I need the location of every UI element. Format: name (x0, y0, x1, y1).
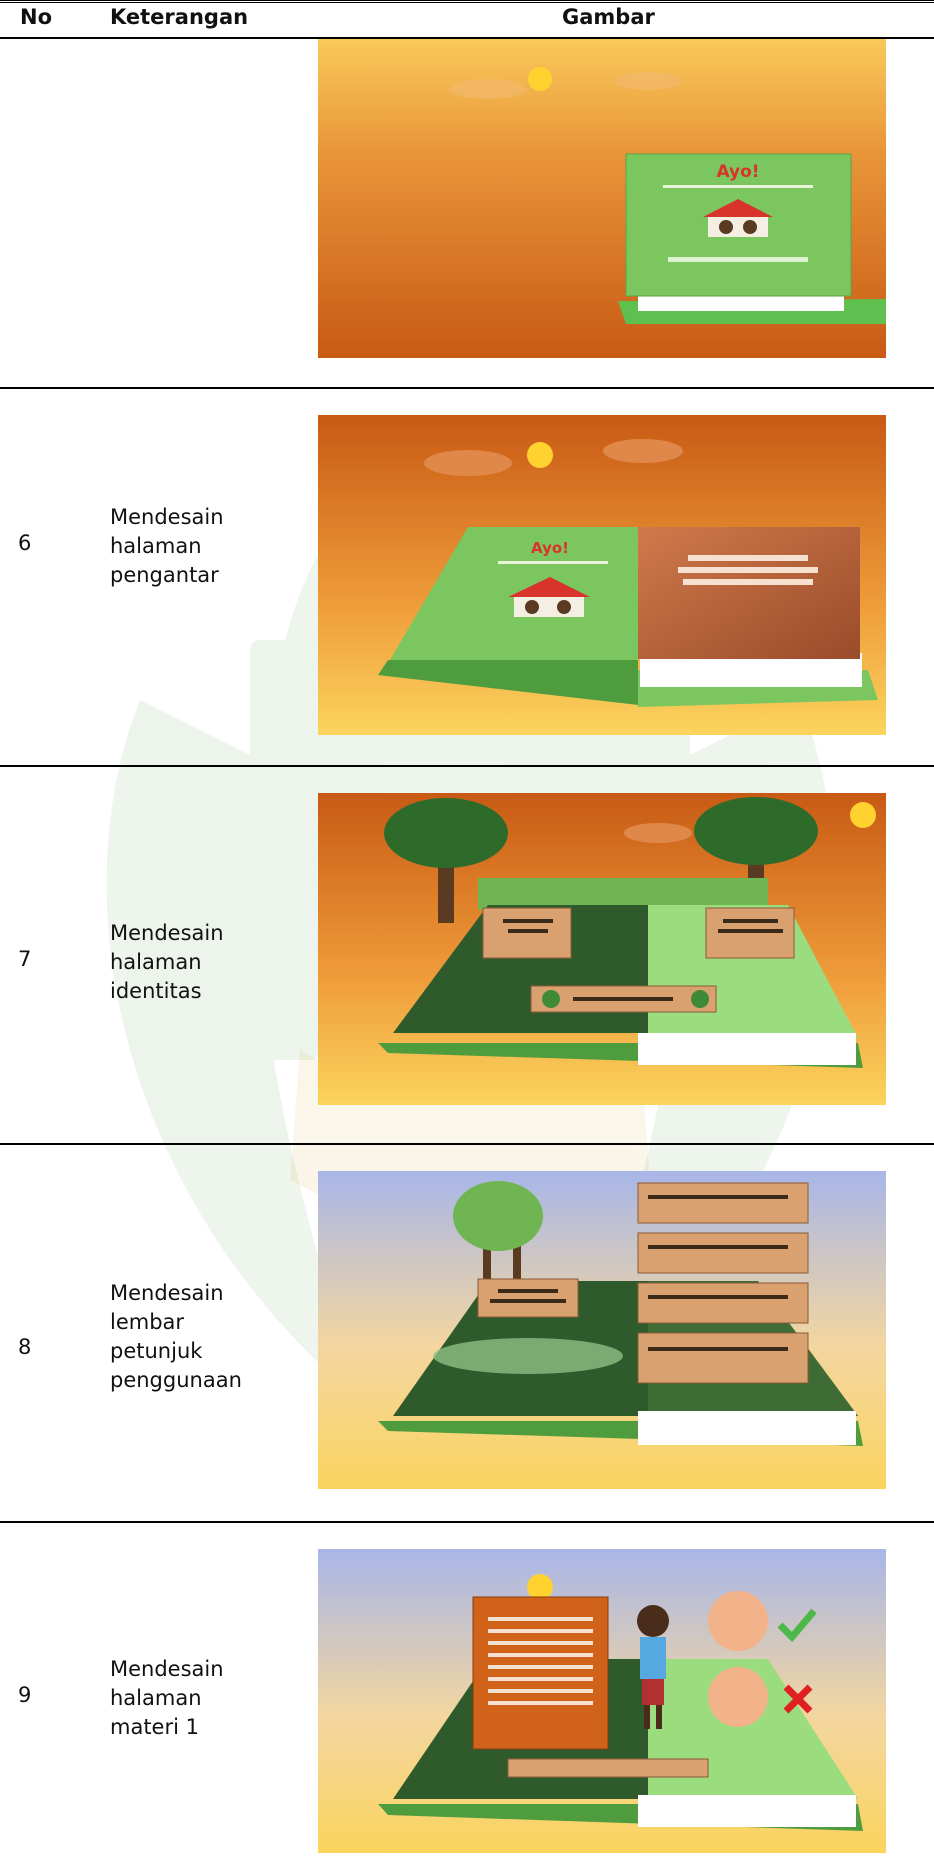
row-number: 8 (18, 1335, 32, 1359)
slide-petunjuk-art (318, 1171, 886, 1489)
row-number: 7 (18, 947, 32, 971)
table-row: Ayo! (0, 39, 934, 389)
table-row: 7 Mendesain halaman identitas (0, 767, 934, 1145)
slide-materi-1-art (318, 1549, 886, 1853)
check-icon (777, 1608, 817, 1643)
tree-icon (453, 1181, 543, 1251)
row-description: Mendesain halaman materi 1 (110, 1657, 224, 1739)
slide-materi-1 (318, 1549, 886, 1853)
sun-icon (527, 1574, 553, 1600)
slide-identitas (318, 793, 886, 1105)
header-no: No (20, 5, 53, 29)
header-keterangan: Keterangan (110, 5, 249, 29)
emblem-icon (691, 990, 709, 1008)
cloud-icon (603, 439, 683, 463)
tree-icon (384, 798, 508, 868)
slide-petunjuk (318, 1171, 886, 1489)
sun-icon (527, 442, 553, 468)
sun-icon (528, 67, 552, 91)
slide-title: Ayo! (716, 162, 759, 182)
cloud-icon (624, 823, 692, 843)
slide-identitas-art (318, 793, 886, 1105)
slide-pengantar: Ayo! (318, 415, 886, 735)
child-icon (637, 1605, 669, 1637)
row-number: 9 (18, 1683, 32, 1707)
row-description: Mendesain halaman identitas (110, 921, 224, 1003)
cloud-icon (424, 450, 512, 476)
emblem-icon (542, 990, 560, 1008)
sun-icon (850, 802, 876, 828)
row-number: 6 (18, 531, 32, 555)
slide-cover: Ayo! (318, 39, 886, 358)
cross-icon (783, 1684, 813, 1714)
hill-icon (708, 1667, 768, 1727)
trash-bin-icon (708, 1591, 768, 1651)
row-description: Mendesain lembar petunjuk penggunaan (110, 1281, 242, 1392)
row-description: Mendesain halaman pengantar (110, 505, 224, 587)
tree-icon (694, 797, 818, 865)
table-header: No Keterangan Gambar (0, 0, 934, 39)
cloud-icon (614, 72, 682, 90)
cloud-icon (450, 79, 526, 99)
table-row: 6 Mendesain halaman pengantar (0, 389, 934, 767)
slide-pengantar-art: Ayo! (318, 415, 886, 735)
header-gambar: Gambar (562, 5, 655, 29)
table-row: 8 Mendesain lembar petunjuk penggunaan (0, 1145, 934, 1523)
slide-cover-art: Ayo! (318, 39, 886, 358)
table-row: 9 Mendesain halaman materi 1 (0, 1523, 934, 1853)
slide-left-title: Ayo! (531, 539, 569, 557)
